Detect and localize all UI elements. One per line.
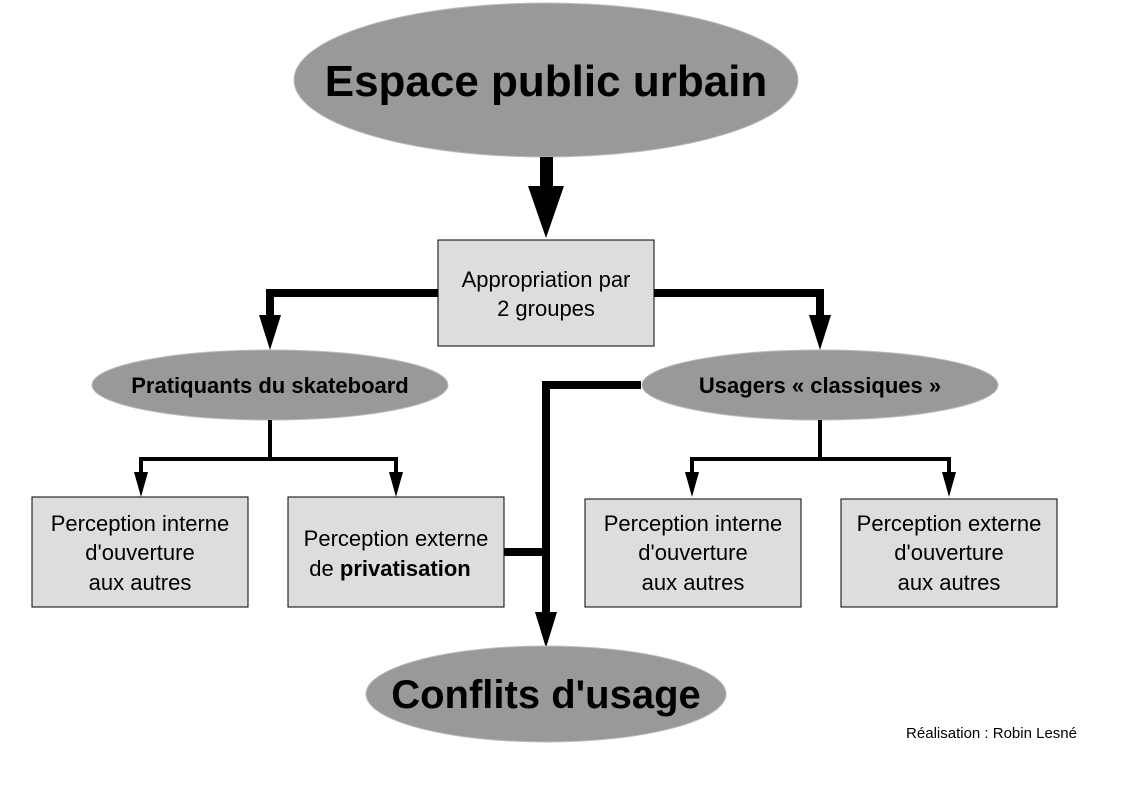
- box-line: aux autres: [642, 570, 745, 595]
- node-usagers: Usagers « classiques »: [641, 349, 999, 421]
- arrows-left-perceptions: [139, 420, 398, 475]
- node-conflits: Conflits d'usage: [365, 645, 727, 743]
- box-line: aux autres: [89, 570, 192, 595]
- box-line: d'ouverture: [85, 540, 194, 565]
- box-line: Perception interne: [51, 511, 230, 536]
- box-skate-external: Perception externe de privatisation: [287, 496, 505, 608]
- group-right-label: Usagers « classiques »: [699, 373, 941, 398]
- group-left-label: Pratiquants du skateboard: [131, 373, 409, 398]
- arrow-main: [528, 157, 564, 238]
- title: Espace public urbain: [325, 57, 768, 106]
- arrows-right-perceptions: [690, 420, 951, 475]
- box-line: de privatisation: [309, 556, 470, 581]
- credit: Réalisation : Robin Lesné: [906, 725, 1077, 742]
- box-line: Perception externe: [304, 526, 489, 551]
- node-espace-public: Espace public urbain: [293, 2, 799, 158]
- arrowhead: [685, 472, 699, 497]
- appropriation-line2: 2 groupes: [497, 296, 595, 321]
- appropriation-line1: Appropriation par: [462, 267, 631, 292]
- box-usagers-external: Perception externe d'ouverture aux autre…: [840, 498, 1058, 608]
- arrow-left-group: [259, 289, 438, 350]
- node-skateboarders: Pratiquants du skateboard: [91, 349, 449, 421]
- arrowhead: [389, 472, 403, 497]
- arrow-conflicts: [504, 381, 641, 648]
- box-text-bold: privatisation: [340, 556, 471, 581]
- box-line: Perception externe: [857, 511, 1042, 536]
- box-line: Perception interne: [604, 511, 783, 536]
- arrowhead: [942, 472, 956, 497]
- result-label: Conflits d'usage: [391, 673, 701, 717]
- box-usagers-internal: Perception interne d'ouverture aux autre…: [584, 498, 802, 608]
- arrow-right-group: [654, 289, 831, 350]
- box-line: d'ouverture: [894, 540, 1003, 565]
- box-line: aux autres: [898, 570, 1001, 595]
- arrowhead: [134, 472, 148, 497]
- box-text: de: [309, 556, 340, 581]
- box-line: d'ouverture: [638, 540, 747, 565]
- box-skate-internal: Perception interne d'ouverture aux autre…: [31, 496, 249, 608]
- node-appropriation: Appropriation par 2 groupes: [437, 239, 655, 347]
